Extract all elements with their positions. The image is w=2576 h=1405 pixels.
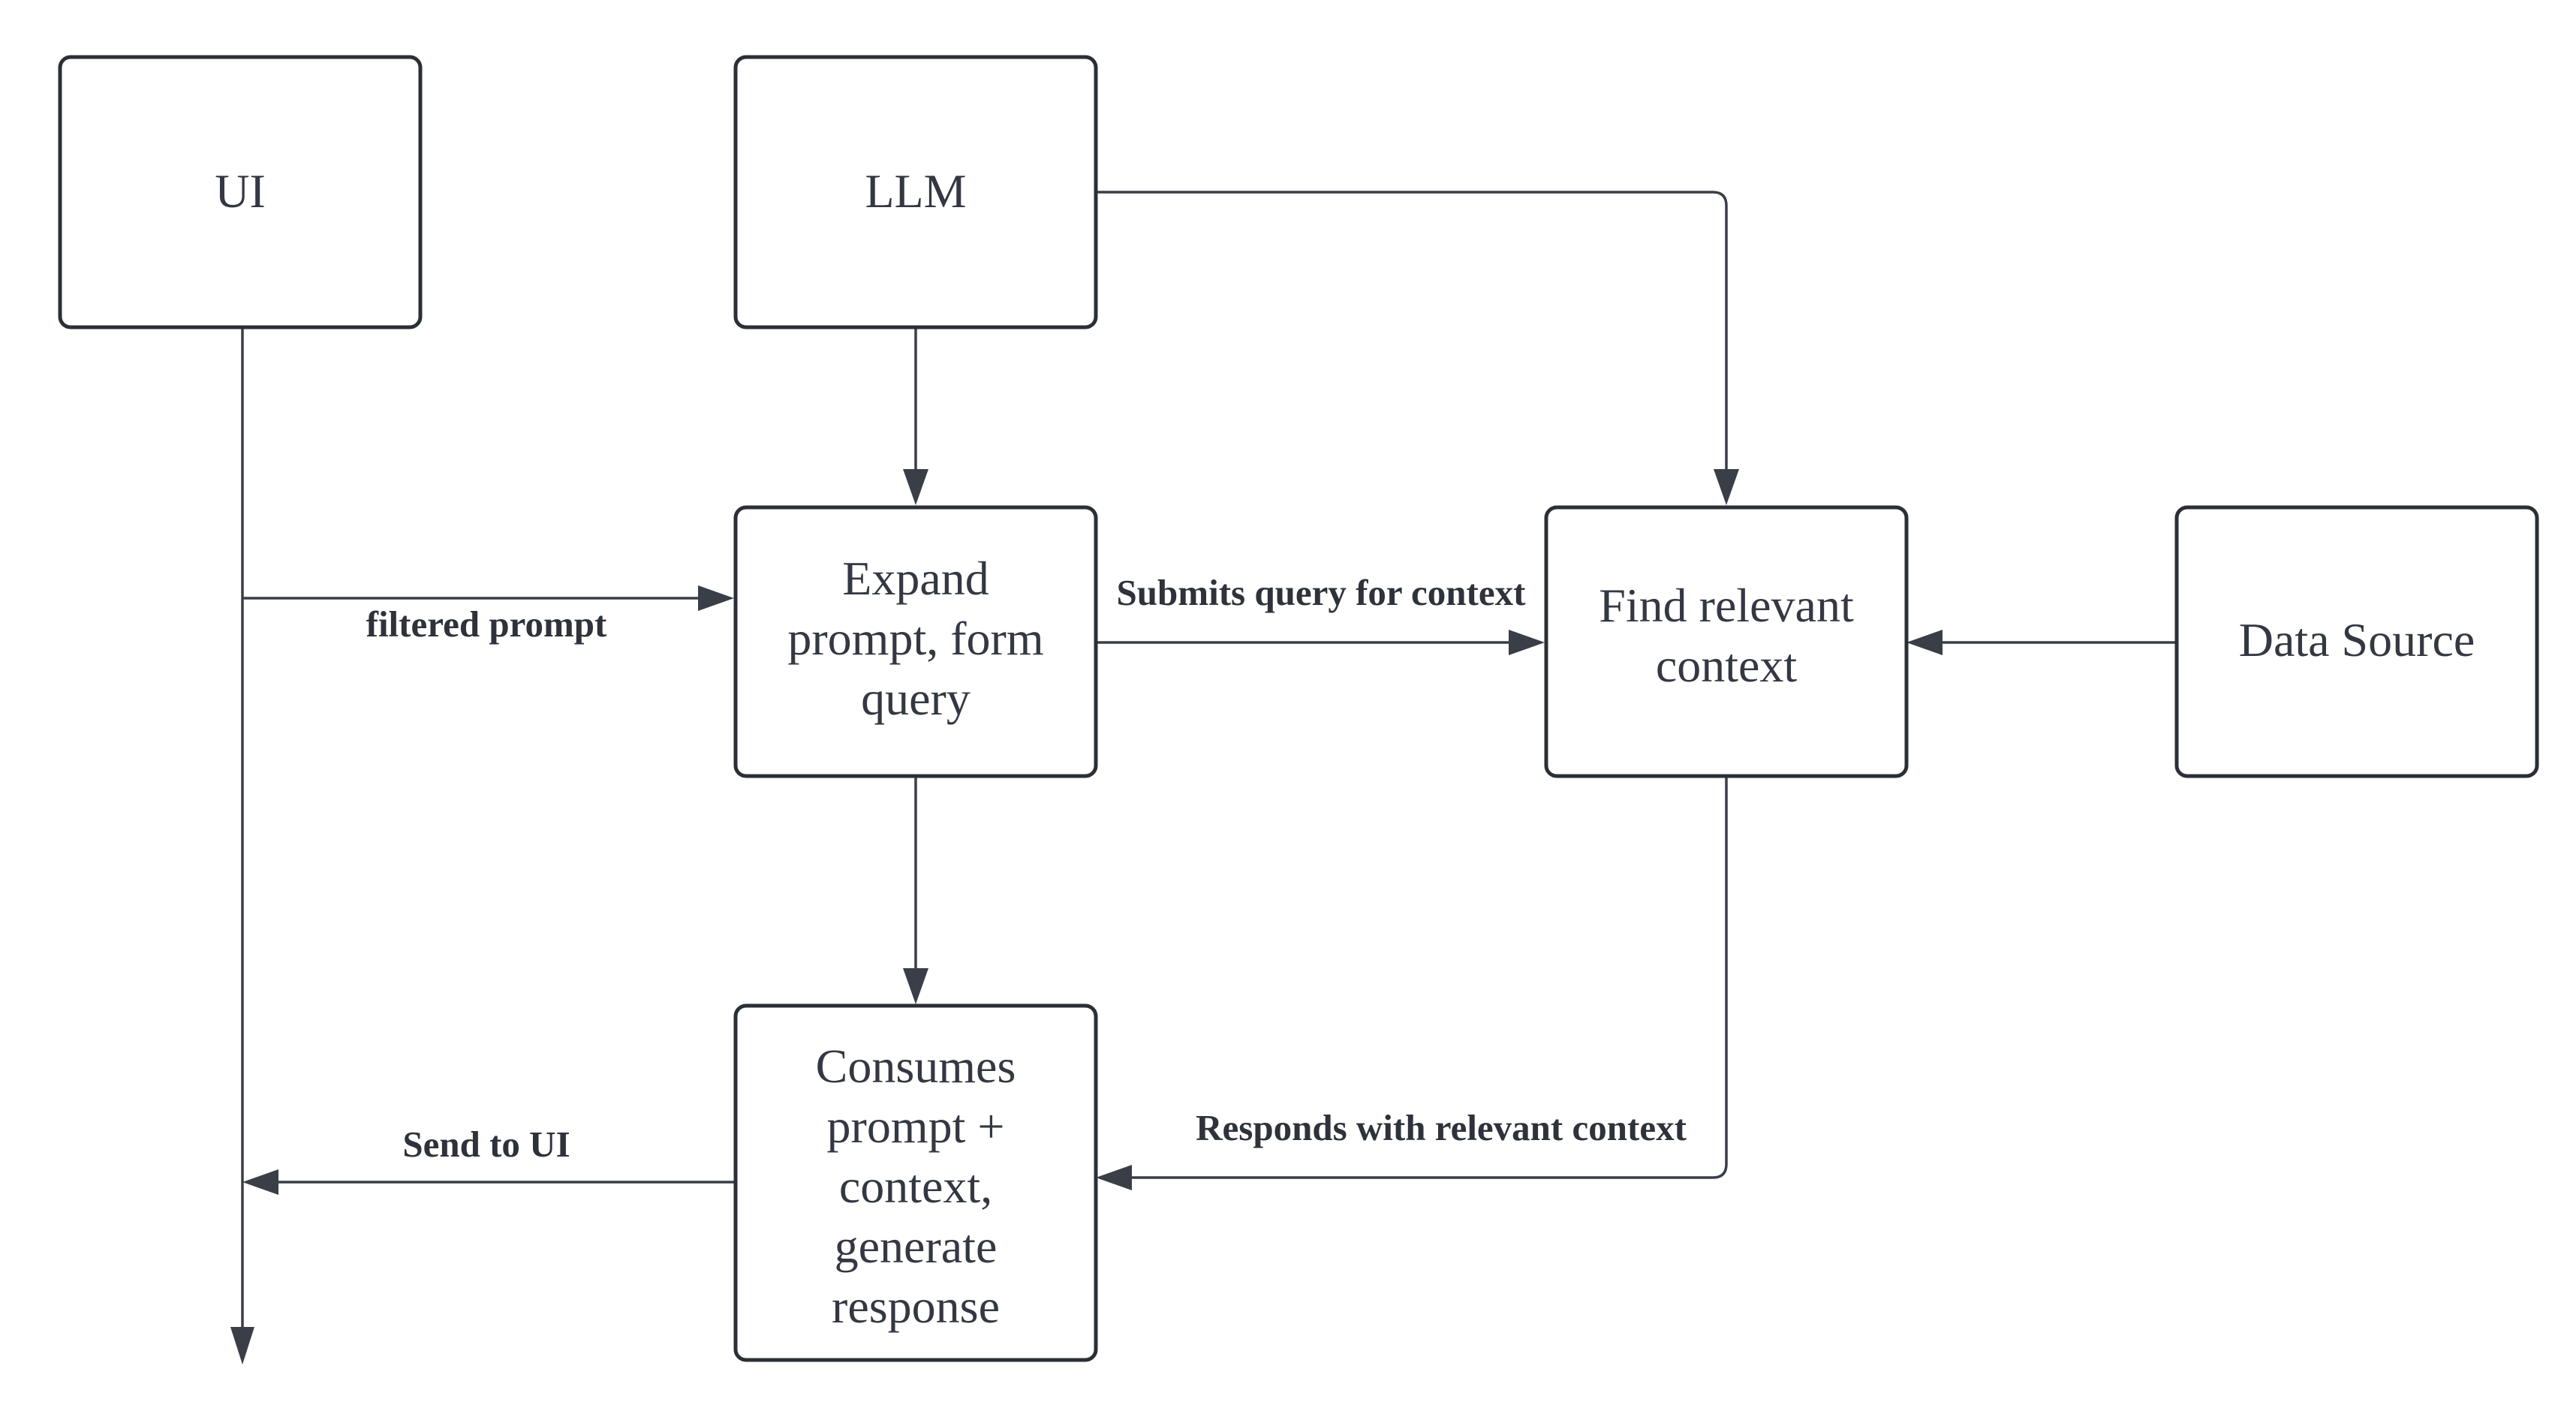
node-ui-box [58, 55, 423, 329]
node-expand-prompt-line-2: prompt, form [787, 612, 1043, 665]
edge-ui-to-expand-arrowhead [698, 585, 734, 611]
edge-llm-to-expand-arrowhead [903, 469, 928, 505]
node-find-context-box [1544, 505, 1909, 778]
edge-label-send-to-ui: Send to UI [402, 1124, 570, 1165]
node-expand-prompt-box [733, 505, 1098, 778]
node-llm-label: LLM [865, 164, 966, 218]
node-expand-prompt: Expand prompt, form query [733, 505, 1098, 778]
node-llm-box [733, 55, 1098, 329]
edge-llm-to-find [1096, 191, 1728, 469]
edge-find-to-consumes-arrowhead [1096, 1165, 1132, 1190]
edge-label-filtered-prompt: filtered prompt [366, 603, 607, 645]
node-find-context: Find relevant context [1544, 505, 1909, 778]
node-data-source-box [2174, 505, 2539, 778]
node-expand-prompt-line-1: Expand [842, 552, 989, 605]
node-consumes-line-3: context, [839, 1160, 992, 1213]
node-consumes-line-2: prompt + [827, 1100, 1005, 1153]
node-consumes: Consumes prompt + context, generate resp… [733, 1003, 1098, 1362]
node-data-source-label: Data Source [2239, 613, 2475, 666]
node-data-source: Data Source [2174, 505, 2539, 778]
node-find-context-line-2: context [1656, 639, 1798, 692]
edge-label-responds-context: Responds with relevant context [1196, 1107, 1687, 1148]
node-consumes-line-1: Consumes [816, 1039, 1016, 1093]
node-find-context-line-1: Find relevant [1599, 579, 1854, 632]
node-expand-prompt-line-3: query [861, 672, 971, 725]
node-ui-label: UI [215, 164, 266, 218]
edge-expand-to-consumes-arrowhead [903, 968, 928, 1004]
node-consumes-line-5: response [832, 1280, 1000, 1333]
edge-llm-to-find-arrowhead [1714, 469, 1739, 505]
ui-lifeline-arrowhead [230, 1327, 254, 1364]
node-consumes-box [733, 1003, 1098, 1362]
edge-label-submits-query: Submits query for context [1117, 572, 1527, 613]
node-consumes-line-4: generate [835, 1220, 998, 1273]
edge-expand-to-find-arrowhead [1509, 630, 1545, 655]
node-llm: LLM [733, 55, 1098, 329]
node-ui: UI [58, 55, 423, 329]
edge-datasource-to-find-arrowhead [1906, 630, 1943, 655]
edge-consumes-to-ui-arrowhead [242, 1169, 278, 1195]
edge-find-to-consumes [1132, 778, 1728, 1179]
